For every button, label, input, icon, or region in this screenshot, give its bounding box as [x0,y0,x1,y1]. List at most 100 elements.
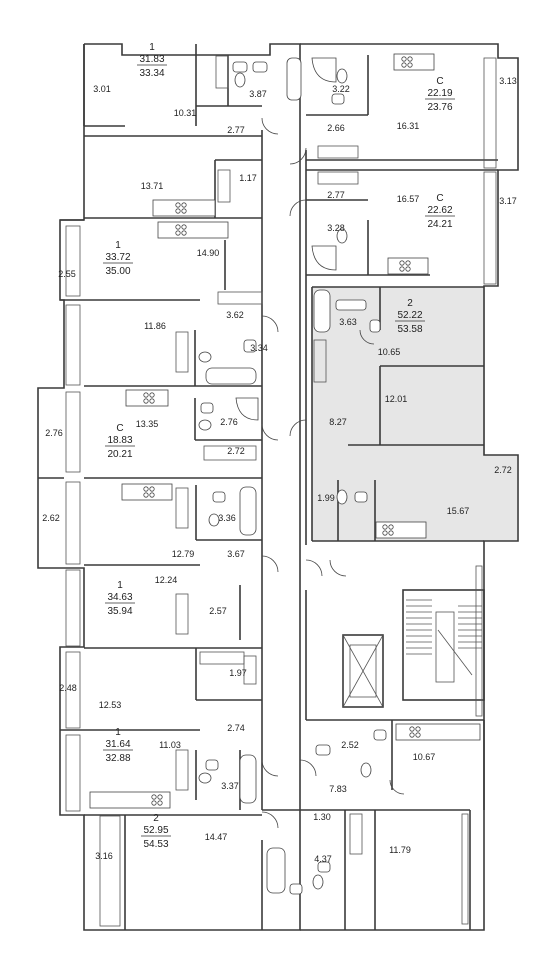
left-partitions [38,44,263,930]
corridor-walls [261,130,484,811]
apartment-living-area: 52.95 [143,825,168,836]
room-area-label: 12.01 [385,394,408,404]
kitchen-counters [89,53,481,809]
apartment-living-area: 22.19 [427,88,452,99]
apartment-label: 252.22 53.58 [395,298,425,335]
room-area-label: 11.03 [159,740,181,750]
room-area-label: 2.77 [227,125,245,135]
room-area-label: 16.57 [397,194,420,204]
room-area-label: 3.01 [93,84,111,94]
room-area-label: 2.76 [220,417,238,427]
room-area-label: 3.16 [95,851,113,861]
right-partitions [300,55,498,930]
room-area-label: 10.31 [174,108,197,118]
room-area-label: 10.65 [378,347,401,357]
apartment-total-area: 53.58 [397,324,422,335]
room-area-label: 2.57 [209,606,227,616]
elevator-shaft [342,634,384,708]
room-area-label: 3.67 [227,549,245,559]
room-area-label: 12.24 [155,575,178,585]
room-area-label: 2.72 [227,446,245,456]
room-area-label: 12.53 [99,700,122,710]
apartment-living-area: 52.22 [397,310,422,321]
room-area-label: 16.31 [397,121,420,131]
room-area-label: 2.76 [45,428,63,438]
balconies [65,57,497,927]
apartment-room-count: С [436,76,443,87]
apartment-room-count: С [116,423,123,434]
room-area-label: 13.35 [136,419,159,429]
apartment-label: С22.19 23.76 [425,76,455,113]
room-area-label: 14.90 [197,248,220,258]
apartment-total-area: 24.21 [427,219,452,230]
room-area-label: 1.17 [239,173,257,183]
apartment-room-count: С [436,193,443,204]
room-area-label: 3.13 [499,76,517,86]
room-area-label: 2.55 [58,269,76,279]
room-area-label: 2.52 [341,740,359,750]
apartment-labels: 131.8333.34133.7235.00С18.8320.21134.633… [103,42,455,850]
shower-trays [235,57,337,421]
room-area-label: 1.30 [313,812,331,822]
room-area-label: 8.27 [329,417,347,427]
apartment-living-area: 31.83 [139,54,164,65]
apartment-total-area: 54.53 [143,839,168,850]
room-area-label: 1.99 [317,493,335,503]
outer-walls [37,43,519,931]
door-swings [261,117,405,829]
room-area-label: 11.79 [389,845,411,855]
bathtubs [205,57,367,894]
room-area-label: 2.66 [327,123,345,133]
apartment-room-count: 1 [115,240,121,251]
apartment-total-area: 35.00 [105,266,130,277]
apartment-label: С22.62 24.21 [425,193,455,230]
room-area-label: 12.79 [172,549,195,559]
apartment-room-count: 2 [407,298,413,309]
room-area-label: 15.67 [447,506,470,516]
utility-strips [175,55,363,855]
room-area-label: 2.62 [42,513,60,523]
apartment-total-area: 32.88 [105,753,130,764]
room-area-label: 13.71 [141,181,164,191]
room-area-label: 3.28 [327,223,345,233]
apartment-label: 252.95 54.53 [141,813,171,850]
room-area-label: 1.97 [229,668,247,678]
room-area-label: 3.34 [250,343,268,353]
apartment-room-count: 1 [149,42,155,53]
room-area-label: 2.74 [227,723,245,733]
room-area-label: 14.47 [205,832,228,842]
stairwell [402,589,485,701]
room-area-label: 11.86 [144,321,166,331]
room-area-label: 2.72 [494,465,512,475]
apartment-living-area: 18.83 [107,435,132,446]
apartment-label: 134.63 35.94 [105,580,135,617]
apartment-label: 131.83 33.34 [137,42,167,79]
apartment-living-area: 22.62 [427,205,452,216]
room-area-label: 3.36 [218,513,236,523]
apartment-label: 133.72 35.00 [103,240,133,277]
apartment-living-area: 33.72 [105,252,130,263]
room-area-label: 3.22 [332,84,350,94]
room-area-label: 4.37 [314,854,332,864]
room-area-label: 3.62 [226,310,244,320]
room-area-label: 3.63 [339,317,357,327]
room-area-labels: 3.01 10.31 3.87 2.77 13.71 1.17 14.90 2.55 3.62 1… [42,76,517,864]
apartment-room-count: 1 [117,580,123,591]
room-area-label: 10.67 [413,752,436,762]
room-area-label: 3.17 [499,196,517,206]
apartment-total-area: 20.21 [107,449,132,460]
room-area-label: 2.77 [327,190,345,200]
toilets [198,68,372,890]
apartment-room-count: 2 [153,813,159,824]
apartment-label: С18.83 20.21 [105,423,135,460]
apartment-living-area: 34.63 [107,592,132,603]
apartment-total-area: 23.76 [427,102,452,113]
apartment-total-area: 35.94 [107,606,132,617]
sinks [200,61,387,895]
room-area-label: 3.87 [249,89,267,99]
apartment-room-count: 1 [115,727,121,738]
apartment-total-area: 33.34 [139,68,164,79]
room-area-label: 3.37 [221,781,239,791]
